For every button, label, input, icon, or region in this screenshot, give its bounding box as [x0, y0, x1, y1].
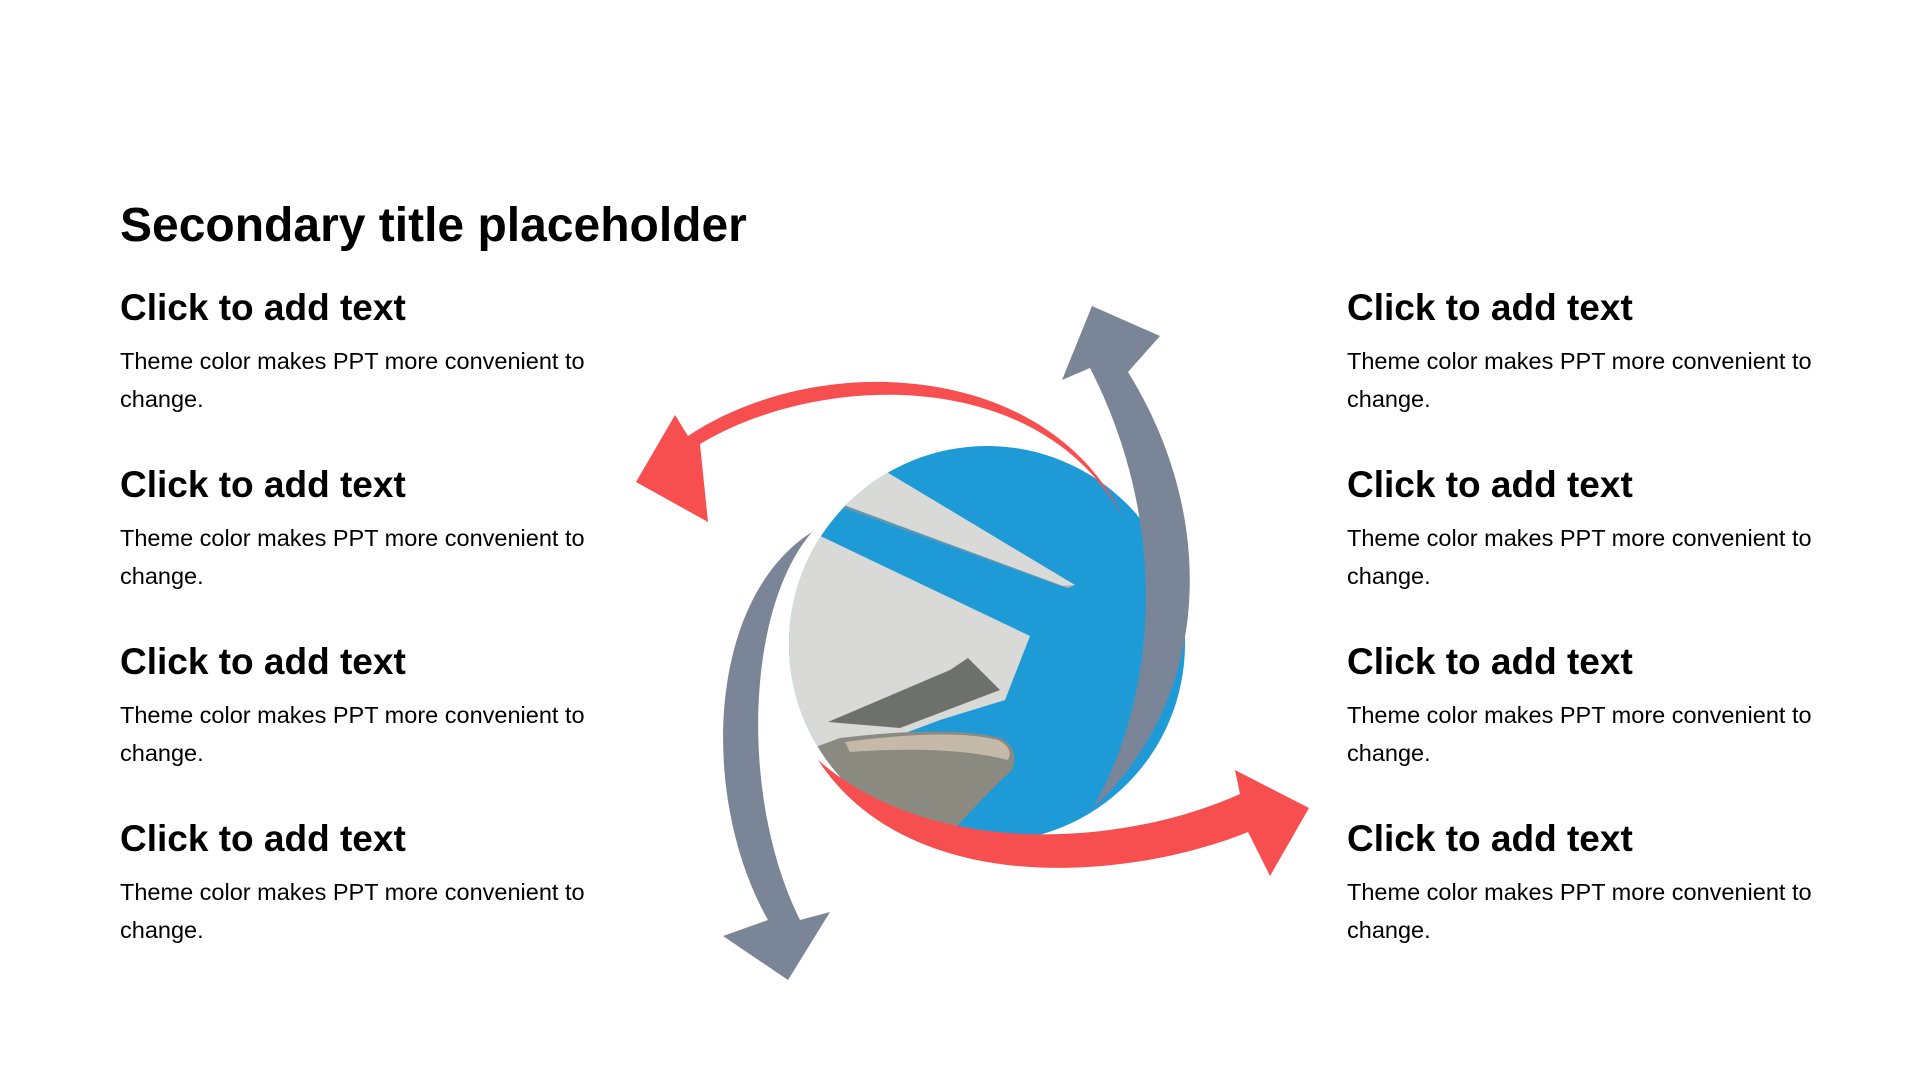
block-heading[interactable]: Click to add text: [120, 287, 406, 328]
block-body[interactable]: Theme color makes PPT more convenient to…: [120, 348, 585, 412]
text-block-right-1: Click to add text Theme color makes PPT …: [1347, 282, 1827, 459]
block-body[interactable]: Theme color makes PPT more convenient to…: [1347, 348, 1812, 412]
block-body[interactable]: Theme color makes PPT more convenient to…: [1347, 525, 1812, 589]
text-block-right-4: Click to add text Theme color makes PPT …: [1347, 813, 1827, 990]
block-body[interactable]: Theme color makes PPT more convenient to…: [1347, 702, 1812, 766]
red-arrow-lower: [818, 760, 1309, 876]
page-title[interactable]: Secondary title placeholder: [120, 199, 747, 252]
center-photo: [789, 446, 1185, 842]
block-body[interactable]: Theme color makes PPT more convenient to…: [120, 702, 585, 766]
block-body[interactable]: Theme color makes PPT more convenient to…: [1347, 879, 1812, 943]
text-block-right-3: Click to add text Theme color makes PPT …: [1347, 636, 1827, 813]
text-block-left-4: Click to add text Theme color makes PPT …: [120, 813, 600, 990]
text-block-left-2: Click to add text Theme color makes PPT …: [120, 459, 600, 636]
block-body[interactable]: Theme color makes PPT more convenient to…: [120, 879, 585, 943]
text-block-left-1: Click to add text Theme color makes PPT …: [120, 282, 600, 459]
text-block-right-2: Click to add text Theme color makes PPT …: [1347, 459, 1827, 636]
slate-arrow-left: [723, 532, 830, 980]
left-text-column: Click to add text Theme color makes PPT …: [120, 282, 600, 990]
right-text-column: Click to add text Theme color makes PPT …: [1347, 282, 1827, 990]
block-heading[interactable]: Click to add text: [1347, 464, 1633, 505]
block-body[interactable]: Theme color makes PPT more convenient to…: [120, 525, 585, 589]
block-heading[interactable]: Click to add text: [1347, 641, 1633, 682]
block-heading[interactable]: Click to add text: [120, 818, 406, 859]
red-arrow-upper: [636, 381, 1123, 522]
slate-arrow-right: [1062, 306, 1190, 808]
block-heading[interactable]: Click to add text: [1347, 818, 1633, 859]
block-heading[interactable]: Click to add text: [1347, 287, 1633, 328]
block-heading[interactable]: Click to add text: [120, 641, 406, 682]
text-block-left-3: Click to add text Theme color makes PPT …: [120, 636, 600, 813]
block-heading[interactable]: Click to add text: [120, 464, 406, 505]
